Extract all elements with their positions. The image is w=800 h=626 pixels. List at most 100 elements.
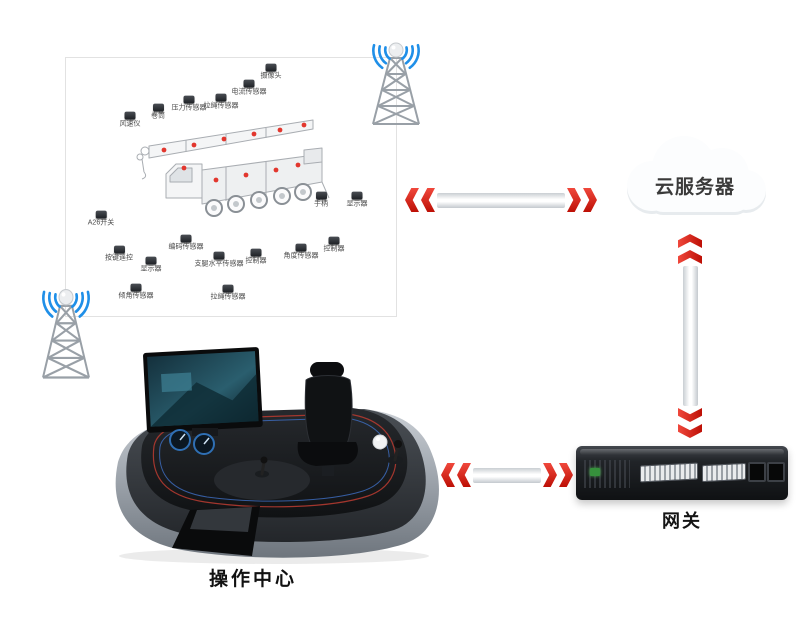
sensor-label: 显示器: [140, 265, 162, 273]
sensor-label: 卷筒: [151, 112, 165, 120]
sensor-callout: 支腿水平传感器: [194, 251, 244, 269]
link-console-gateway: [441, 461, 573, 489]
sensor-label: 支腿水平传感器: [194, 260, 244, 268]
sensor-device-icon: [215, 93, 227, 102]
ethernet-port-icon: [767, 462, 785, 482]
gateway-device: [576, 446, 788, 500]
arrow-left-icon: [457, 463, 471, 487]
sensor-callout: 显示器: [346, 191, 368, 209]
sensor-label: 按键遥控: [105, 254, 133, 262]
link-vehicle-cloud: [405, 186, 597, 214]
sensor-callout: 卷筒: [151, 103, 165, 121]
sensor-label: 电流传感器: [231, 88, 267, 96]
sensor-device-icon: [351, 191, 363, 200]
sensor-callout: 拉绳传感器: [203, 93, 239, 111]
terminal-block-icon: [640, 462, 698, 483]
sensor-device-icon: [124, 111, 136, 120]
sensor-device-icon: [95, 210, 107, 219]
link-beam: [473, 467, 541, 483]
arrow-left-icon: [441, 463, 455, 487]
joystick: [255, 456, 269, 478]
arrow-right-icon: [583, 188, 597, 212]
terminal-block-icon: [702, 462, 746, 483]
sensor-device-icon: [180, 234, 192, 243]
arrow-down-icon: [678, 424, 702, 438]
cloud-icon: [627, 136, 766, 215]
joystick: [387, 440, 403, 464]
sensor-callout: 摄像头: [260, 63, 282, 81]
sensor-label: 角度传感器: [283, 252, 319, 260]
sensor-device-icon: [250, 248, 262, 257]
operator-console: [102, 342, 450, 567]
sensor-callout: 显示器: [140, 256, 162, 274]
arrow-left-icon: [405, 188, 419, 212]
sensor-callout: 控制器: [323, 236, 345, 254]
arrow-up-icon: [678, 234, 702, 248]
sensor-callout: 按键遥控: [105, 245, 133, 263]
arrow-right-icon: [543, 463, 557, 487]
sensor-device-icon: [183, 95, 195, 104]
gauge-dials: [169, 429, 215, 455]
sensor-callout: 电流传感器: [231, 79, 267, 97]
status-led-icon: [590, 468, 600, 476]
cloud-server-label: 云服务器: [654, 177, 735, 198]
cloud-server: 云服务器: [610, 126, 780, 230]
radio-tower-top: [350, 36, 442, 130]
sensor-device-icon: [152, 103, 164, 112]
sensor-label: 手柄: [314, 200, 328, 208]
sensor-callout: 风速仪: [119, 111, 141, 129]
sensor-device-icon: [265, 63, 277, 72]
arrow-right-icon: [559, 463, 573, 487]
wifi-signal-icon: [42, 290, 90, 318]
sensor-label: 控制器: [245, 257, 267, 265]
sensor-label: 摄像头: [260, 72, 282, 80]
sensor-label: 风速仪: [119, 120, 141, 128]
antenna-ball-icon: [388, 42, 404, 58]
antenna-ball-icon: [58, 289, 74, 306]
sensor-device-icon: [130, 283, 142, 292]
crane-truck-illustration: [136, 119, 330, 217]
arrow-down-icon: [678, 408, 702, 422]
sensor-label: A26开关: [87, 219, 115, 227]
sensor-device-icon: [222, 284, 234, 293]
sensor-callout: 倾角传感器: [118, 283, 154, 301]
sensor-label: 显示器: [346, 200, 368, 208]
gateway-label: 网关: [662, 511, 702, 531]
arrow-left-icon: [421, 188, 435, 212]
arrow-up-icon: [678, 250, 702, 264]
sensor-label: 倾角传感器: [118, 292, 154, 300]
sensor-device-icon: [113, 245, 125, 254]
console-label: 操作中心: [208, 569, 297, 590]
link-beam: [437, 192, 565, 208]
sensor-label: 压力传感器: [171, 104, 207, 112]
sensor-device-icon: [243, 79, 255, 88]
sensor-callout: 拉绳传感器: [210, 284, 246, 302]
sensor-label: 拉绳传感器: [203, 102, 239, 110]
sensor-callout: 角度传感器: [283, 243, 319, 261]
sensor-callout: A26开关: [87, 210, 115, 228]
wifi-signal-icon: [372, 43, 420, 70]
dome-camera: [372, 434, 388, 450]
link-cloud-gateway: [676, 234, 704, 438]
link-beam: [682, 266, 698, 406]
ethernet-port-icon: [748, 462, 766, 482]
sensor-label: 拉绳传感器: [210, 293, 246, 301]
sensor-label: 编码传感器: [168, 243, 204, 251]
sensor-device-icon: [315, 191, 327, 200]
sensor-device-icon: [295, 243, 307, 252]
sensor-device-icon: [145, 256, 157, 265]
arrow-right-icon: [567, 188, 581, 212]
sensor-callout: 编码传感器: [168, 234, 204, 252]
sensor-callout: 控制器: [245, 248, 267, 266]
sensor-device-icon: [328, 236, 340, 245]
radio-tower-left: [20, 282, 112, 384]
sensor-callout: 手柄: [314, 191, 328, 209]
sensor-label: 控制器: [323, 245, 345, 253]
monitor: [143, 347, 263, 433]
sensor-callout: 压力传感器: [171, 95, 207, 113]
sensor-markers: [161, 122, 307, 183]
sensor-device-icon: [213, 251, 225, 260]
